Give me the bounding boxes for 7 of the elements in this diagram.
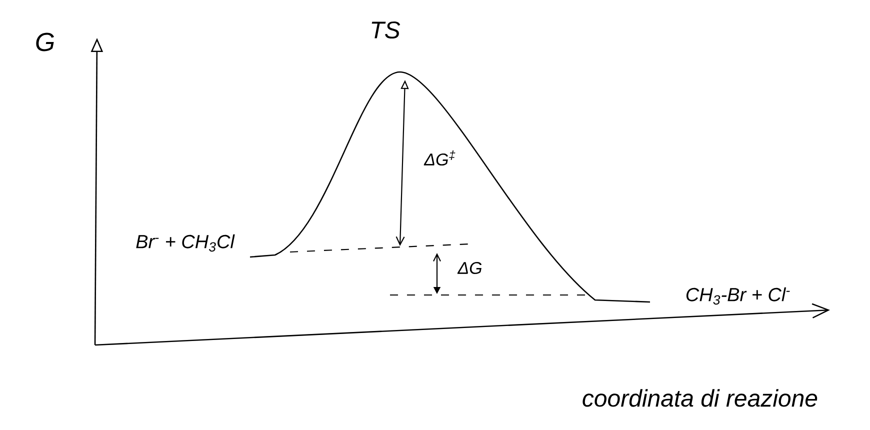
axis-label: G: [36, 32, 54, 52]
product-label: CH$_{3}$-Br + Cl$^{-}$: [686, 287, 790, 305]
reactant-label: Br$^{-}$ + CH$_{3}$Cl: [136, 234, 235, 252]
peak-label: TS: [372, 22, 400, 38]
dimension-label: ΔG$^{‡}$: [424, 150, 456, 166]
axis-label: coordinata di reazione: [582, 389, 818, 407]
dimension-label: ΔG: [457, 262, 482, 274]
